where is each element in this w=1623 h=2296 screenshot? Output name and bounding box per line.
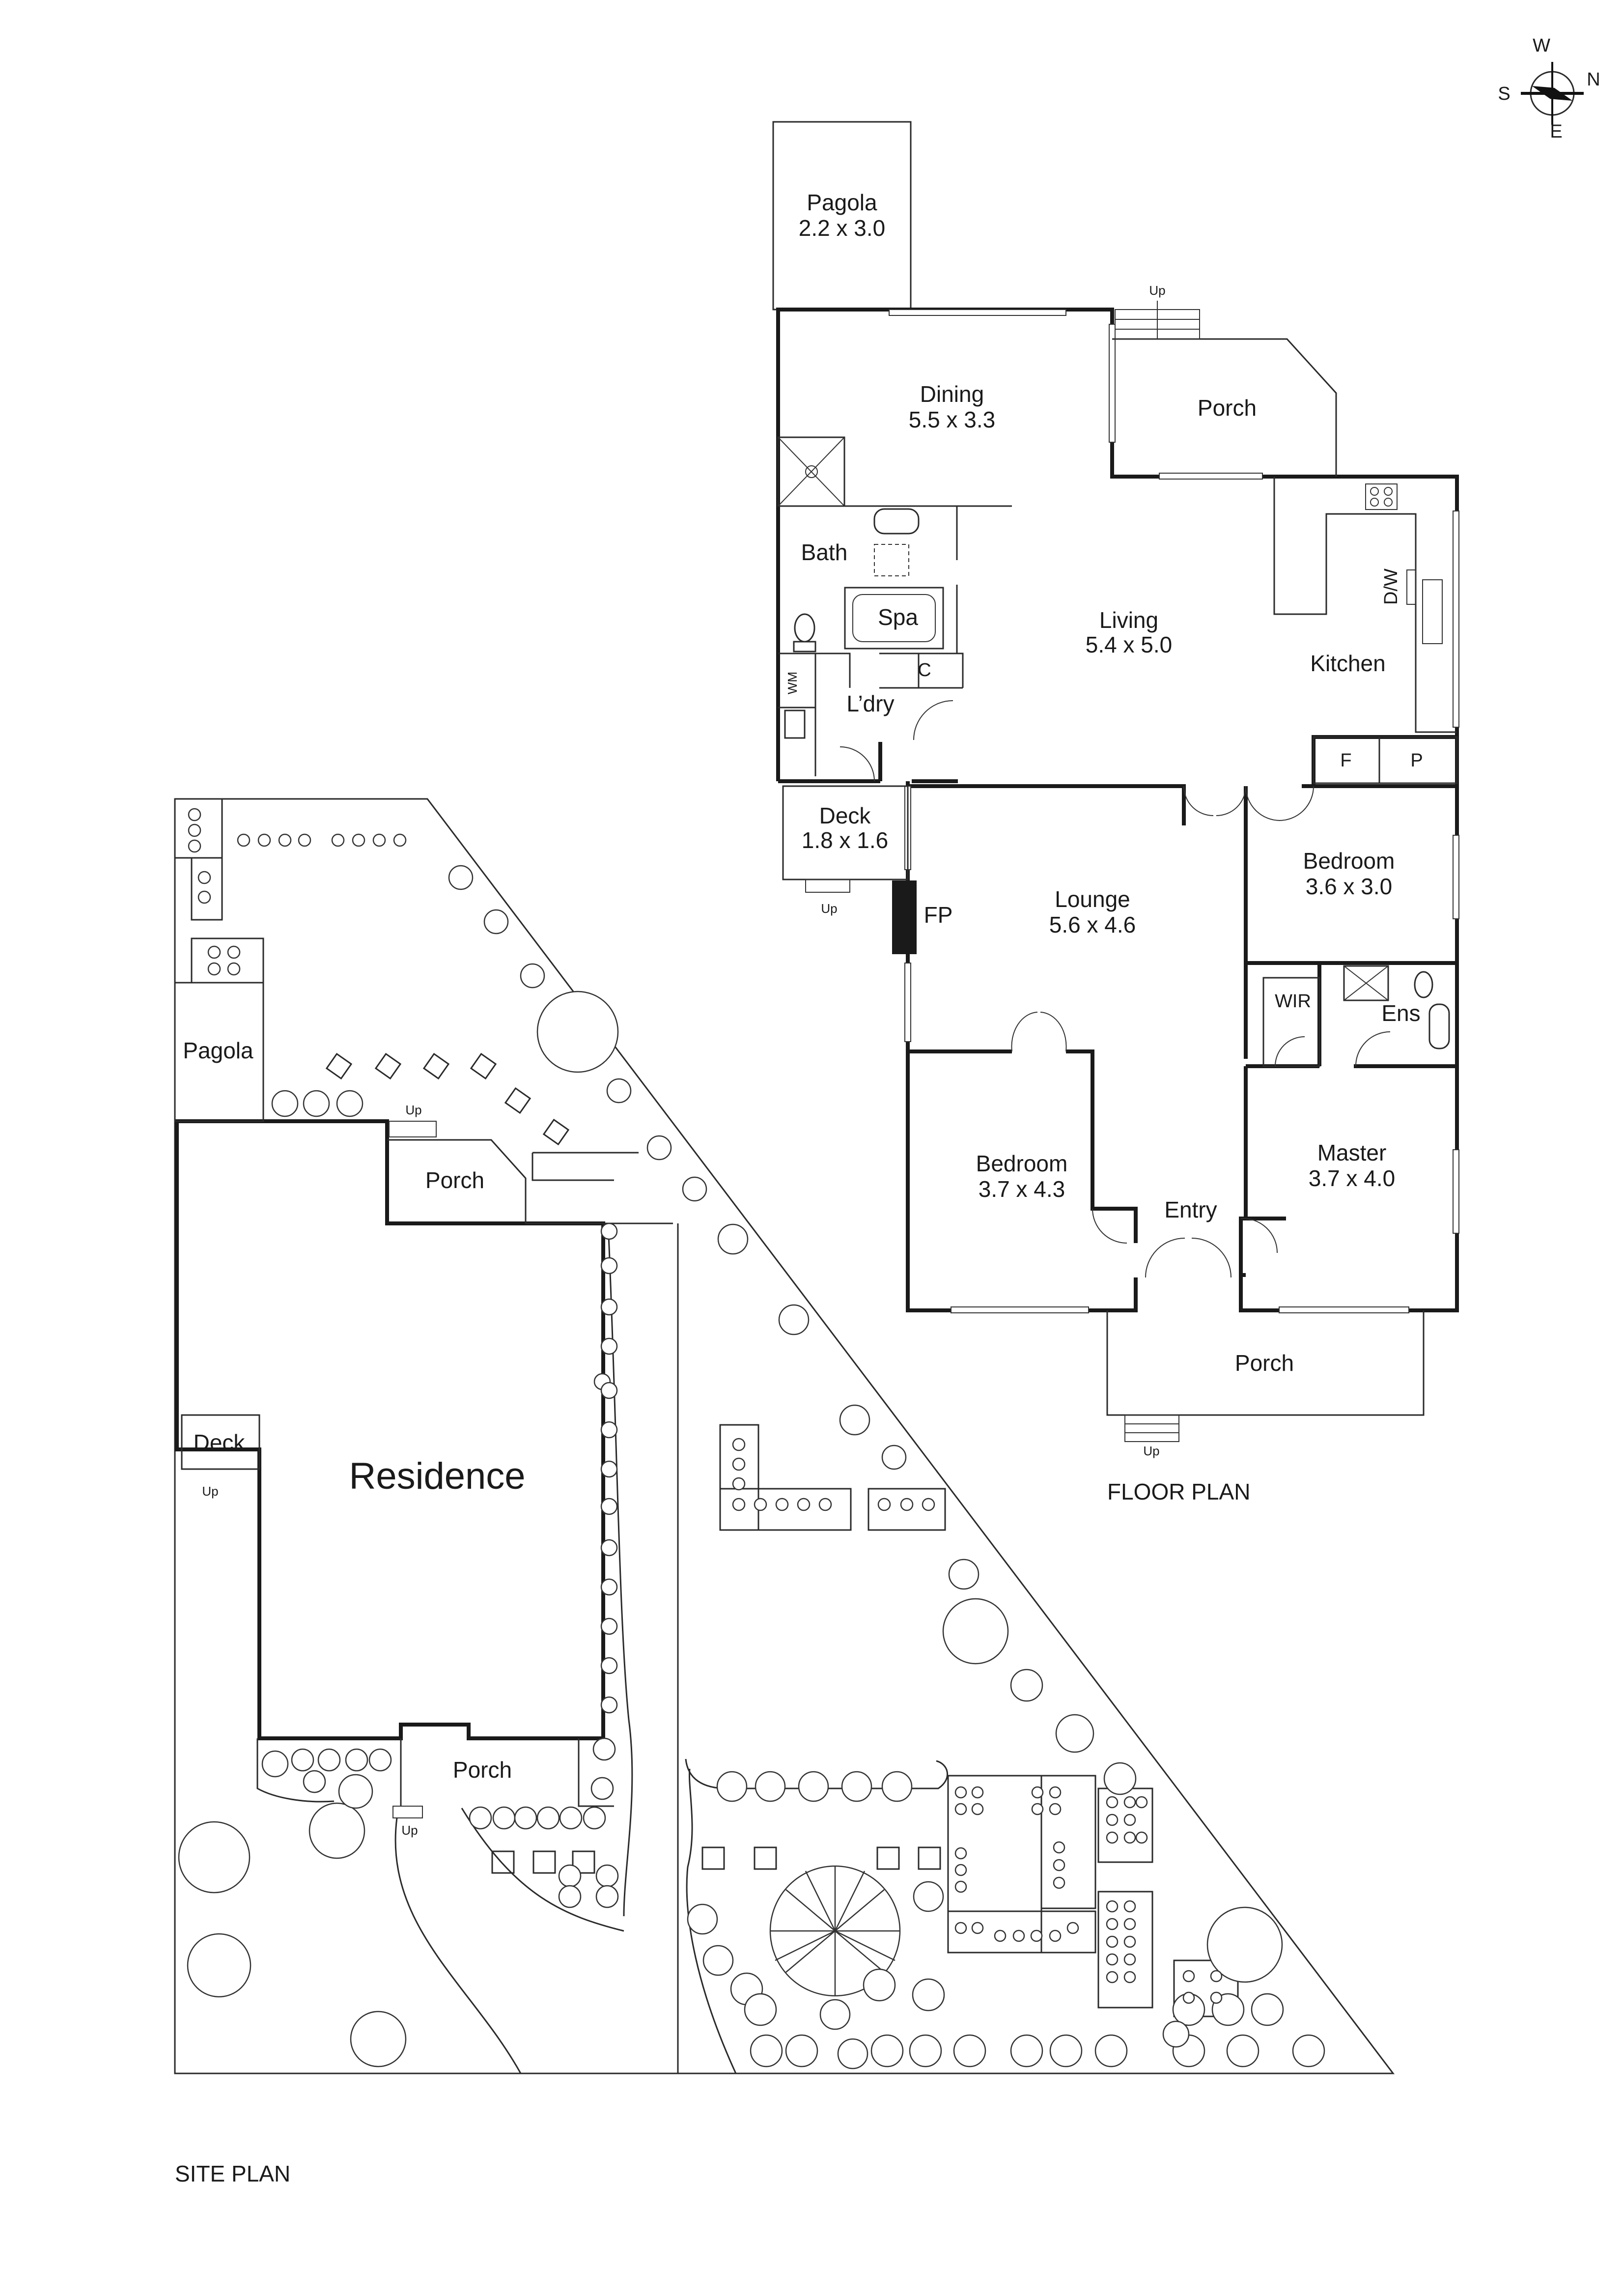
bedroom-right-name: Bedroom <box>1303 848 1395 874</box>
bath-label: Bath <box>801 539 848 565</box>
front-porch-steps <box>1124 1415 1179 1442</box>
bedroom-left-size: 3.7 x 4.3 <box>979 1176 1065 1202</box>
pantry-label: P <box>1410 750 1423 771</box>
rear-porch-label: Porch <box>1198 395 1257 421</box>
laundry-label: L’dry <box>846 691 894 716</box>
floor-plan-caption: FLOOR PLAN <box>1107 1479 1250 1504</box>
fireplace <box>892 880 917 954</box>
central-tree <box>769 1865 901 1997</box>
floor-plan: FP Up <box>772 121 1459 1504</box>
ens-label: Ens <box>1381 1000 1420 1026</box>
pagola-size: 2.2 x 3.0 <box>799 215 885 241</box>
compass-n: N <box>1587 69 1600 90</box>
site-top-up: Up <box>405 1103 421 1117</box>
residence-label: Residence <box>349 1455 525 1497</box>
stepping-stones <box>325 1052 941 1874</box>
deck-name: Deck <box>819 803 871 828</box>
fireplace-label: FP <box>924 902 953 928</box>
kitchen-label: Kitchen <box>1310 651 1385 676</box>
compass-w: W <box>1533 35 1550 56</box>
living-name: Living <box>1099 607 1158 633</box>
bath-walls <box>778 505 964 688</box>
deck-stairs-up: Up <box>821 901 837 916</box>
garden-path <box>394 1768 737 2074</box>
site-plan-caption: SITE PLAN <box>175 2161 290 2186</box>
toilet-dashed <box>874 544 909 576</box>
compass-e: E <box>1550 121 1562 142</box>
lounge-name: Lounge <box>1055 886 1130 912</box>
trees <box>178 991 1283 2068</box>
outer-wall-south <box>778 742 1457 825</box>
lounge-size: 5.6 x 4.6 <box>1049 912 1136 937</box>
ensuite-shower <box>1343 965 1389 1001</box>
site-porch-bottom-outline <box>400 1738 614 1807</box>
master-name: Master <box>1317 1140 1387 1165</box>
windows <box>889 309 1459 1313</box>
wm-label: WM <box>785 672 800 694</box>
front-stairs-up: Up <box>1143 1444 1159 1458</box>
living-size: 5.4 x 5.0 <box>1086 632 1172 657</box>
dining-size: 5.5 x 3.3 <box>909 407 995 432</box>
site-plan: Residence Pagola Porch Up Deck Up Porch … <box>174 798 1395 2186</box>
vanity-basin <box>873 508 920 535</box>
site-deck-outline <box>181 1414 260 1470</box>
spa-label: Spa <box>878 604 918 630</box>
compass-rose: W N S E <box>1498 35 1600 142</box>
laundry-walls <box>778 652 963 776</box>
site-deck-up: Up <box>202 1484 218 1499</box>
cupboard-label: C <box>918 660 931 680</box>
spa-tub <box>844 587 944 650</box>
site-bottom-up: Up <box>401 1823 418 1838</box>
site-porch-top-label: Porch <box>425 1167 484 1193</box>
shrubs <box>188 808 1325 2069</box>
compass-s: S <box>1498 84 1510 104</box>
pagola-name: Pagola <box>807 190 877 215</box>
bedroom-right-size: 3.6 x 3.0 <box>1306 874 1392 899</box>
dining-name: Dining <box>920 381 984 407</box>
fridge-label: F <box>1340 750 1351 771</box>
dw-label: D/W <box>1381 568 1401 605</box>
rear-stairs-up: Up <box>1149 283 1165 298</box>
wir-label: WIR <box>1275 991 1311 1012</box>
site-deck-label: Deck <box>194 1430 246 1455</box>
site-boundary <box>174 798 1395 2074</box>
master-size: 3.7 x 4.0 <box>1309 1165 1395 1191</box>
entry-label: Entry <box>1164 1197 1217 1222</box>
front-porch-label: Porch <box>1235 1350 1294 1376</box>
kitchen-bench <box>1273 477 1457 733</box>
kitchen-fp-walls <box>1312 735 1457 786</box>
garden-beds <box>719 1424 1239 2017</box>
site-pagola-label: Pagola <box>183 1038 253 1063</box>
bedroom-left-name: Bedroom <box>976 1151 1068 1176</box>
driveway <box>607 1223 679 2073</box>
pantry-box <box>1378 736 1458 784</box>
wir-outline <box>1262 977 1320 1067</box>
toilet <box>793 613 816 652</box>
shower <box>777 436 845 507</box>
site-porch-bottom-label: Porch <box>453 1757 512 1783</box>
front-porch-outline <box>1106 1310 1425 1416</box>
site-porch-top-outline <box>387 1139 527 1223</box>
deck-size: 1.8 x 1.6 <box>802 827 888 853</box>
entry-walls <box>1092 1207 1243 1310</box>
